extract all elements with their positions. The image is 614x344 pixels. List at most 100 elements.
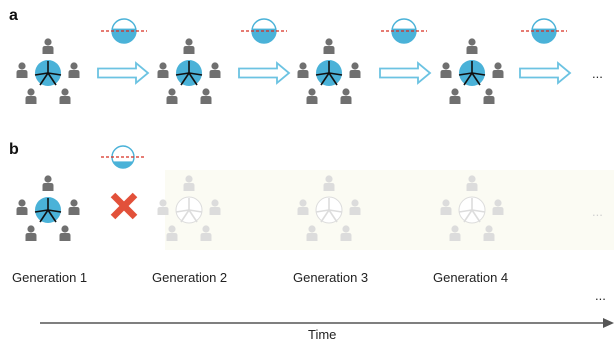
person-body <box>183 46 195 54</box>
panel-a-community-4 <box>440 38 504 104</box>
person-body <box>68 70 80 78</box>
community-member-icon <box>16 62 28 78</box>
person-body <box>340 233 352 241</box>
person-head <box>451 225 459 233</box>
person-head <box>485 225 493 233</box>
community-link <box>188 72 203 76</box>
panel-label-b: b <box>9 141 19 158</box>
person-body <box>59 233 71 241</box>
community-link <box>188 209 198 223</box>
panel-b-faded-community-3 <box>297 175 361 241</box>
community-member-icon <box>440 199 452 215</box>
community-link <box>175 72 190 76</box>
knowledge-level <box>392 28 416 43</box>
person-body <box>16 70 28 78</box>
person-head <box>202 225 210 233</box>
community-link <box>188 72 198 86</box>
person-head <box>159 199 167 207</box>
community-link <box>47 72 62 76</box>
person-body <box>306 96 318 104</box>
knowledge-level <box>112 161 134 168</box>
person-body <box>323 183 335 191</box>
person-head <box>44 38 52 46</box>
person-head <box>468 175 476 183</box>
community-member-icon <box>297 199 309 215</box>
panel-b-continuation: ... <box>592 204 603 219</box>
person-head <box>308 225 316 233</box>
person-body <box>492 207 504 215</box>
panel-a-knowledge-gauge-4 <box>521 18 567 44</box>
community-link <box>34 72 49 76</box>
community-member-icon <box>323 175 335 191</box>
community-member-icon <box>340 88 352 104</box>
person-head <box>61 88 69 96</box>
community-member-icon <box>42 175 54 191</box>
community-link <box>320 209 330 223</box>
community-member-icon <box>323 38 335 54</box>
community-member-icon <box>449 225 461 241</box>
generation-label-2: Generation 2 <box>152 270 228 285</box>
panel-a-transmission-arrow-2 <box>238 61 291 85</box>
community-member-icon <box>166 88 178 104</box>
person-head <box>202 88 210 96</box>
community-member-icon <box>492 199 504 215</box>
person-body <box>16 207 28 215</box>
panel-b-community-1 <box>16 175 80 241</box>
person-body <box>166 233 178 241</box>
time-axis-label: Time <box>308 327 337 342</box>
generation-label-4: Generation 4 <box>433 270 509 285</box>
person-body <box>466 46 478 54</box>
community-link <box>47 72 57 86</box>
community-link <box>180 209 190 223</box>
person-head <box>159 62 167 70</box>
community-link <box>458 209 473 213</box>
person-head <box>325 175 333 183</box>
person-head <box>494 62 502 70</box>
community-link <box>320 72 330 86</box>
community-member-icon <box>209 199 221 215</box>
community-member-icon <box>200 88 212 104</box>
person-head <box>485 88 493 96</box>
faded-generations-background <box>165 170 614 250</box>
person-body <box>25 233 37 241</box>
panel-b-knowledge-gauge <box>101 145 145 169</box>
person-head <box>211 62 219 70</box>
community-member-icon <box>157 199 169 215</box>
person-body <box>59 96 71 104</box>
community-link <box>188 209 203 213</box>
community-link <box>471 209 481 223</box>
community-link <box>47 209 57 223</box>
community-link <box>328 72 343 76</box>
generation-label-1: Generation 1 <box>12 270 88 285</box>
person-body <box>306 233 318 241</box>
knowledge-level <box>112 28 136 43</box>
person-body <box>183 183 195 191</box>
community-link <box>180 72 190 86</box>
panel-a-continuation: ... <box>592 66 603 81</box>
person-head <box>442 62 450 70</box>
person-body <box>466 183 478 191</box>
person-head <box>18 62 26 70</box>
panel-b-faded-community-2 <box>157 175 221 241</box>
community-member-icon <box>25 88 37 104</box>
community-link <box>39 209 49 223</box>
person-head <box>44 175 52 183</box>
community-member-icon <box>68 62 80 78</box>
time-axis-arrowhead <box>603 318 614 328</box>
community-member-icon <box>166 225 178 241</box>
panel-label-a: a <box>9 7 18 24</box>
community-member-icon <box>183 175 195 191</box>
person-head <box>342 225 350 233</box>
community-link <box>458 72 473 76</box>
person-head <box>451 88 459 96</box>
community-member-icon <box>183 38 195 54</box>
person-head <box>27 225 35 233</box>
person-head <box>351 199 359 207</box>
community-link <box>463 209 473 223</box>
person-body <box>209 207 221 215</box>
community-member-icon <box>340 225 352 241</box>
community-member-icon <box>440 62 452 78</box>
community-member-icon <box>449 88 461 104</box>
community-member-icon <box>466 38 478 54</box>
